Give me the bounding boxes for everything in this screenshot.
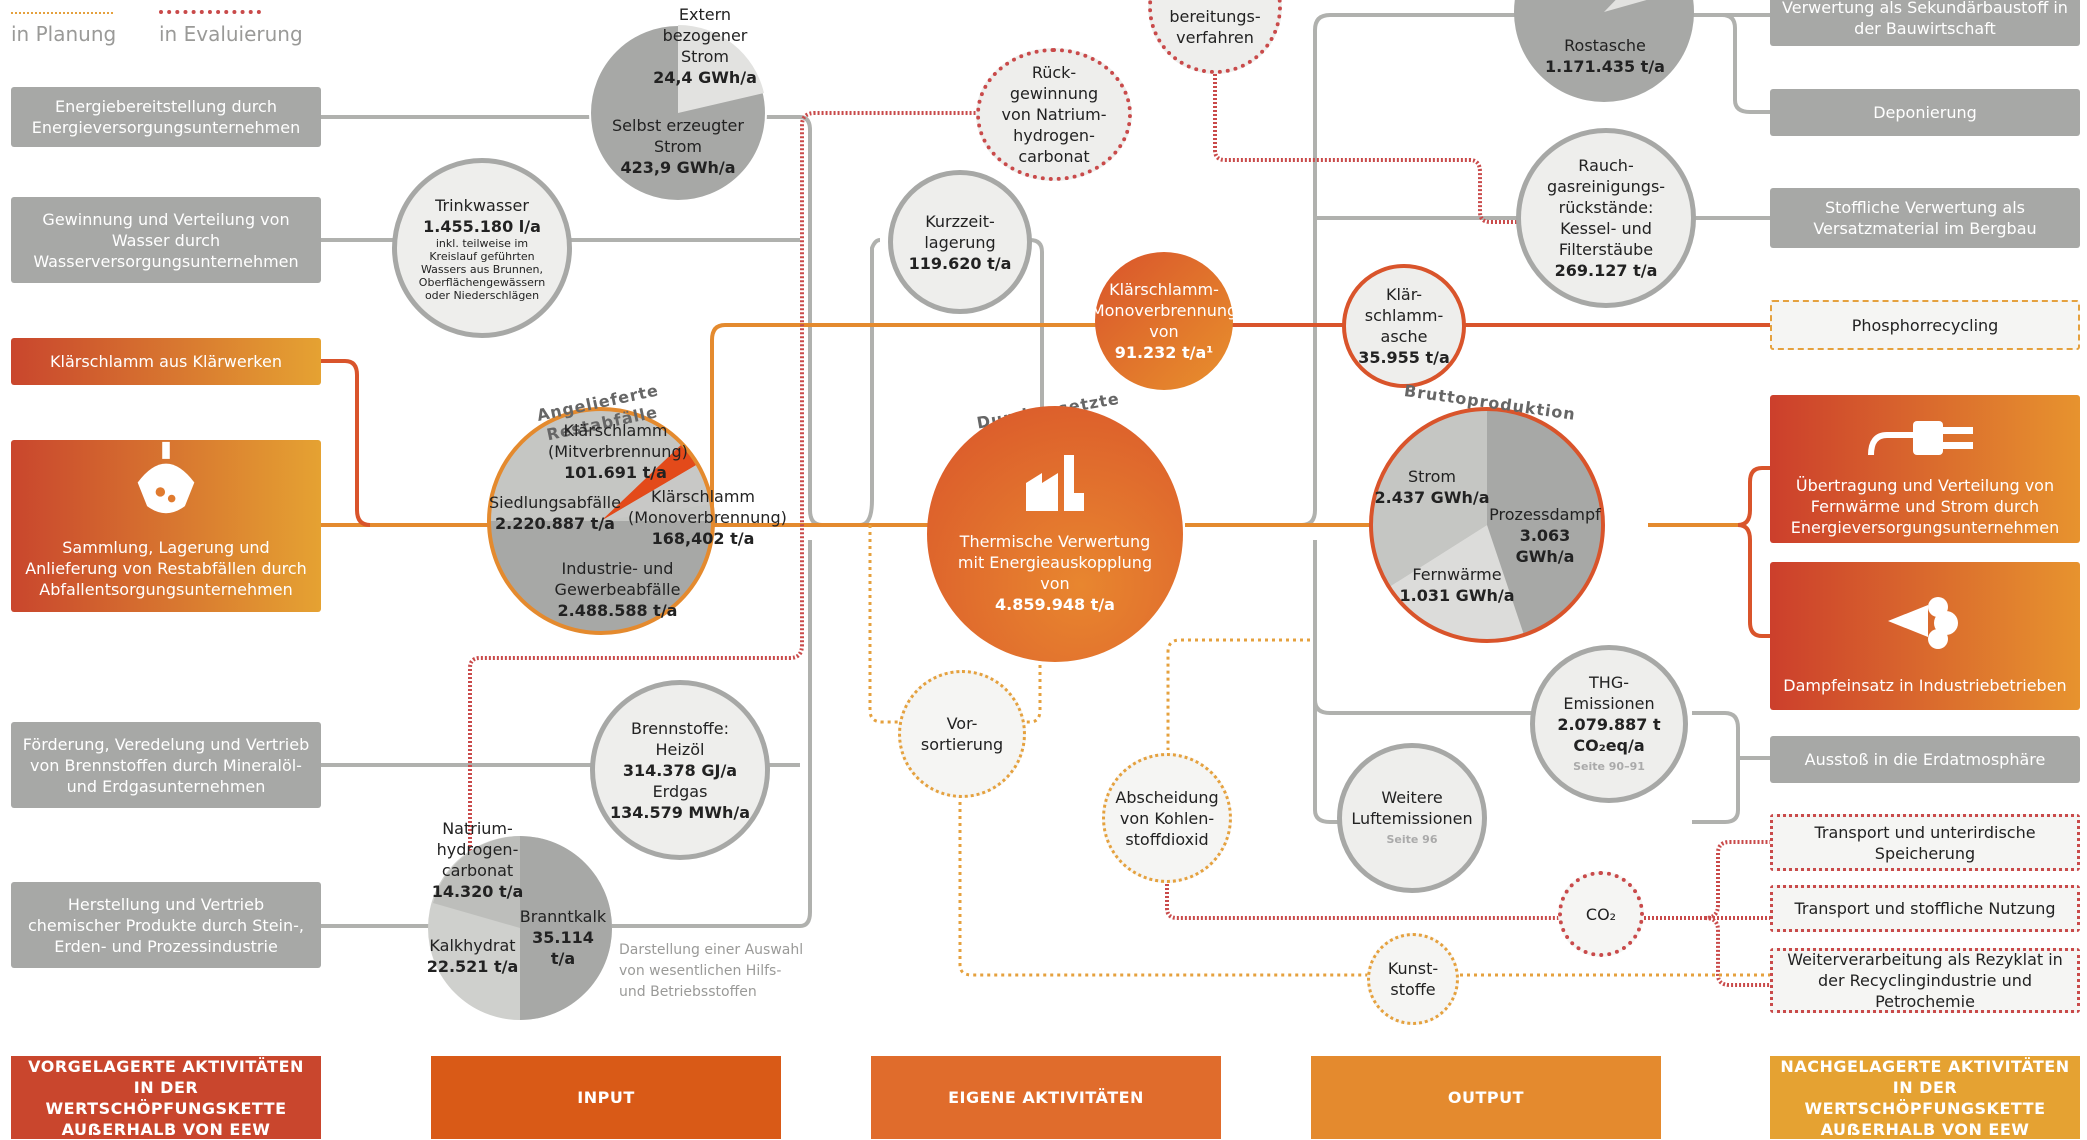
line-sekundar-deponie — [1692, 13, 1770, 114]
slice-natrium — [433, 836, 520, 928]
box-sekundar[interactable]: Verwertung als Sekundärbaustoff in der B… — [1770, 0, 2080, 46]
bottom-eigene: EIGENE AKTIVITÄTEN — [871, 1056, 1221, 1139]
line-aufbereitung — [1213, 70, 1520, 224]
thg-circle: THG-Emissionen 2.079.887 t CO₂eq/a Seite… — [1530, 645, 1688, 803]
bottom-output: OUTPUT — [1311, 1056, 1661, 1139]
line-luft — [1313, 700, 1740, 824]
slice-strom — [1371, 409, 1487, 587]
bottom-nachgelagert: NACHGELAGERTE AKTIVITÄTEN IN DER WERTSCH… — [1770, 1056, 2080, 1139]
brutto-pie — [1369, 407, 1605, 643]
betriebsstoffe-pie — [428, 836, 612, 1020]
steam-icon — [1888, 597, 1958, 649]
betriebsstoffe-note: Darstellung einer Auswahl von wesentlich… — [619, 942, 804, 1000]
abscheidung-circle: Abscheidung von Kohlen-stoffdioxid — [1102, 753, 1232, 883]
box-uebertragung[interactable]: Übertragung und Verteilung von Fernwärme… — [1770, 395, 2080, 543]
factory-icon — [1026, 455, 1084, 511]
line-kurzzeit — [859, 238, 1044, 527]
trinkwasser-circle: Trinkwasser 1.455.180 l/a inkl. teilweis… — [392, 158, 572, 338]
brennstoffe-circle: Brennstoffe: Heizöl 314.378 GJ/a Erdgas … — [590, 680, 770, 860]
box-uebertragung-label: Übertragung und Verteilung von Fernwärme… — [1790, 475, 2060, 537]
rostasche-slice — [1604, 0, 1647, 12]
plug-icon — [1868, 420, 1973, 455]
line-co2 — [1165, 840, 1770, 987]
box-phosphor[interactable]: Phosphorrecycling — [1770, 300, 2080, 350]
box-dampf[interactable]: Dampfeinsatz in Industriebetrieben — [1770, 562, 2080, 710]
legend-planning: in Planung — [11, 22, 117, 46]
box-dampf-label: Dampfeinsatz in Industriebetrieben — [1783, 676, 2067, 695]
slice-ks-mit — [601, 444, 698, 521]
slice-fernwaerme — [1389, 525, 1524, 642]
durchgesetzt-circle: Thermische Verwertung mit Energieauskopp… — [927, 406, 1183, 662]
luft-circle: Weitere Luftemissionen Seite 96 — [1337, 743, 1487, 893]
legend-evaluation: in Evaluierung — [159, 22, 303, 46]
rostasche-pie — [1514, 0, 1694, 102]
slice-branntkalk — [520, 836, 612, 1020]
strom-ext-slice — [678, 24, 764, 113]
box-bergbau[interactable]: Stoffliche Verwertung als Versatzmateria… — [1770, 188, 2080, 248]
box-chem[interactable]: Herstellung und Vertrieb chemischer Prod… — [11, 882, 321, 968]
box-transport-unter[interactable]: Transport und unterirdische Speicherung — [1770, 814, 2080, 871]
line-chem — [321, 540, 812, 928]
legend-planning-swatch — [11, 12, 113, 14]
box-waste-label: Sammlung, Lagerung und Anlieferung von R… — [25, 538, 307, 599]
box-weiterverarbeitung[interactable]: Weiterverarbeitung als Rezyklat in der R… — [1770, 948, 2080, 1013]
strom-pie — [589, 24, 767, 202]
claw-icon — [137, 441, 195, 514]
vorsortierung-circle: Vor-sortierung — [898, 670, 1026, 798]
legend-evaluation-swatch — [159, 10, 261, 14]
line-kunststoffe — [958, 795, 1770, 977]
bottom-vorgelagert: VORGELAGERTE AKTIVITÄTEN IN DER WERTSCHÖ… — [11, 1056, 321, 1139]
rauchgas-circle: Rauch-gasreinigungs-rückstände: Kessel- … — [1516, 128, 1696, 308]
line-vorsortierung — [868, 525, 1042, 724]
line-sludge — [321, 359, 371, 527]
line-abscheidung — [1166, 638, 1310, 750]
rueckgewinnung-circle: Rück-gewinnung von Natrium-hydrogen-carb… — [976, 48, 1132, 181]
box-water[interactable]: Gewinnung und Verteilung von Wasser durc… — [11, 197, 321, 283]
line-output-split — [1737, 466, 1770, 638]
box-fuel[interactable]: Förderung, Veredelung und Vertrieb von B… — [11, 722, 321, 808]
co2-circle: CO₂ — [1558, 871, 1644, 957]
box-transport-stoff[interactable]: Transport und stoffliche Nutzung — [1770, 885, 2080, 932]
box-energy[interactable]: Energiebereitstellung durch Energieverso… — [11, 87, 321, 147]
slice-ks-mono — [601, 464, 712, 521]
angeliefert-pie — [487, 407, 715, 635]
kunststoffe-circle: Kunst-stoffe — [1367, 933, 1459, 1025]
box-deponie[interactable]: Deponierung — [1770, 89, 2080, 136]
bottom-input: INPUT — [431, 1056, 781, 1139]
slice-industrie — [489, 521, 713, 633]
box-sludge[interactable]: Klärschlamm aus Klärwerken — [11, 338, 321, 385]
ks-mono-label: Klärschlamm (Monoverbrennung)168,402 t/a — [628, 487, 787, 548]
box-waste[interactable]: Sammlung, Lagerung und Anlieferung von R… — [11, 440, 321, 612]
box-ausstoss[interactable]: Ausstoß in die Erdatmosphäre — [1770, 736, 2080, 783]
ks-mit-label: Klärschlamm (Mitverbrennung)101.691 t/a — [548, 421, 688, 482]
